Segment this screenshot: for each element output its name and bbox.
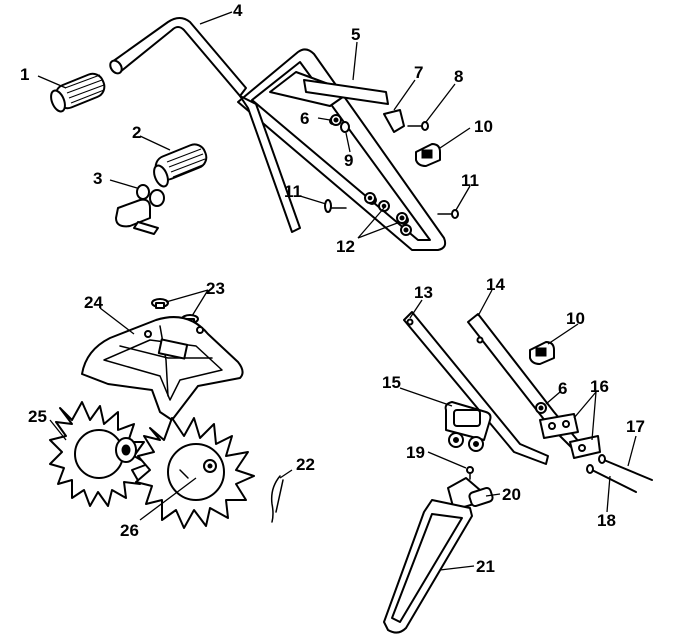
part-7-bracket [383,109,405,133]
callout-6-lower: 6 [558,379,567,398]
callout-6-upper: 6 [300,109,309,128]
part-17-long-bolt [598,454,653,481]
callout-14: 14 [486,275,505,294]
part-26-tines-right [135,417,255,529]
callout-21: 21 [476,557,495,576]
part-6-nut-lower [535,402,547,414]
callout-10-lower: 10 [566,309,585,328]
callout-4: 4 [233,1,243,20]
callout-1: 1 [20,65,29,84]
part-5-handle-frame [237,48,447,251]
part-10-clip-lower [529,341,555,365]
part-4-handlebar-tube [109,17,247,97]
callout-26: 26 [120,521,139,540]
callout-13: 13 [414,283,433,302]
part-6-nut-upper [330,114,342,126]
part-19-screw [466,466,474,480]
callout-15: 15 [382,373,401,392]
callout-23: 23 [206,279,225,298]
part-24-hood [81,316,244,421]
callout-10-upper: 10 [474,117,493,136]
part-1-grip [50,72,106,113]
callout-19: 19 [406,443,425,462]
callout-16: 16 [590,377,609,396]
callout-18: 18 [597,511,616,530]
part-18-long-bolt [586,464,637,493]
callout-17: 17 [626,417,645,436]
part-13-handle-bar-left [403,311,549,465]
callout-2: 2 [132,123,141,142]
part-25-tines-left [49,401,149,507]
callout-11-left: 11 [284,182,302,201]
part-3-spacer-and-clamp [115,184,165,235]
part-2-grip [153,143,208,188]
part-11-bolt-right [437,209,459,219]
part-22-pin [270,475,284,523]
callout-22: 22 [296,455,315,474]
part-12-bolts [396,212,412,236]
leader-lines [37,11,637,571]
callout-12: 12 [336,237,355,256]
callout-24: 24 [84,293,103,312]
callout-5: 5 [351,25,360,44]
part-9-washers [340,121,390,212]
part-15-bracket-plate [444,401,492,452]
callout-11-right: 11 [461,171,479,190]
part-8-bolt [407,121,429,131]
callout-7: 7 [414,63,423,82]
part-11-bolt-left [324,199,347,213]
callout-9: 9 [344,151,353,170]
callout-labels: 1 2 3 4 5 6 7 8 9 10 11 11 12 13 14 10 1… [20,1,645,576]
part-16-brackets [539,413,601,459]
callout-3: 3 [93,169,102,188]
callout-20: 20 [502,485,521,504]
part-21-handle-loop [383,499,473,634]
callout-8: 8 [454,67,463,86]
callout-25: 25 [28,407,47,426]
part-10-clip-upper [415,143,441,167]
